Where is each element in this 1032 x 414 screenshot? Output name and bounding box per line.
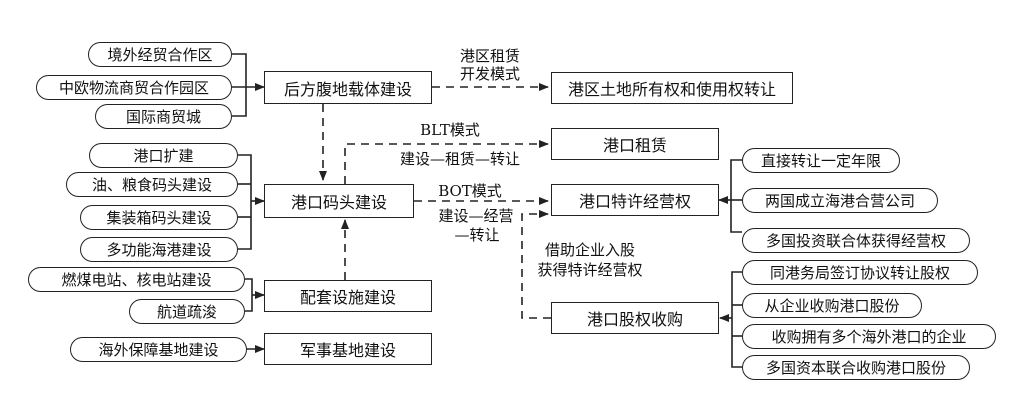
item-jizhuangxiang: 集装箱码头建设 (80, 205, 238, 230)
label-zulin-mode-2: 开发模式 (459, 65, 520, 83)
item-liangguo: 两国成立海港合营公司 (742, 188, 938, 213)
label-bot-desc-1: 建设—经营 (438, 207, 514, 225)
item-duoguo: 多国投资联合体获得经营权 (742, 228, 970, 253)
box-zulin: 港口租赁 (551, 128, 719, 160)
label-bot-title: BOT模式 (438, 182, 502, 200)
item-shougou: 收购拥有多个海外港口的企业 (742, 324, 996, 349)
box-matou: 港口码头建设 (264, 184, 414, 218)
item-qiye: 从企业收购港口股份 (742, 293, 922, 318)
item-ranmei: 燃煤电站、核电站建设 (28, 267, 245, 292)
label-bot-desc-2: —转让 (454, 226, 500, 244)
item-zhijie: 直接转让一定年限 (742, 148, 900, 173)
item-haiwai-baozhang: 海外保障基地建设 (70, 337, 247, 362)
item-zhongou: 中欧物流商贸合作园区 (36, 75, 232, 100)
item-you-liang: 油、粮食码头建设 (66, 172, 238, 197)
item-jingwai: 境外经贸合作区 (88, 42, 232, 67)
box-texu: 港口特许经营权 (551, 184, 719, 216)
label-zulin-mode-1: 港区租赁 (459, 47, 520, 65)
item-hangdao: 航道疏浚 (129, 299, 245, 324)
item-gangkou-kuojian: 港口扩建 (89, 143, 238, 168)
item-guoji: 国际商贸城 (95, 104, 232, 129)
label-rugu-2: 获得特许经营权 (537, 261, 643, 279)
box-tudi: 港区土地所有权和使用权转让 (551, 72, 793, 104)
item-tonggang: 同港务局签订协议转让股权 (742, 260, 978, 285)
label-rugu-1: 借助企业入股 (544, 241, 635, 259)
box-guquan: 港口股权收购 (551, 302, 719, 334)
item-duogongneng: 多功能海港建设 (80, 237, 238, 262)
box-junshi: 军事基地建设 (264, 333, 432, 365)
box-houfang: 后方腹地载体建设 (264, 71, 432, 104)
box-peitao: 配套设施建设 (264, 280, 432, 312)
label-blt-desc: 建设—租赁—转让 (399, 150, 520, 168)
label-blt-title: BLT模式 (420, 121, 480, 139)
item-duoguo-ziben: 多国资本联合收购港口股份 (742, 355, 970, 380)
